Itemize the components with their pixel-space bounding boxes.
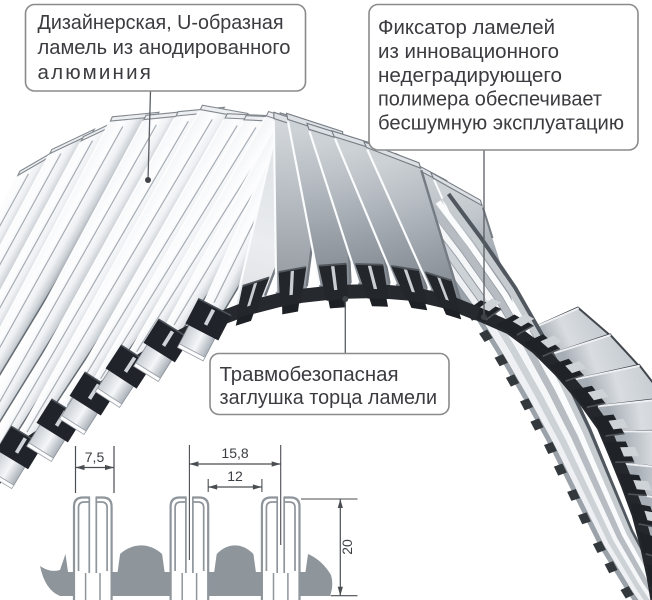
- svg-text:из инновационного: из инновационного: [378, 40, 559, 63]
- svg-text:7,5: 7,5: [85, 449, 105, 465]
- svg-text:алюминия: алюминия: [38, 61, 154, 84]
- svg-text:20: 20: [339, 539, 355, 555]
- svg-text:недеградирующего: недеградирующего: [378, 64, 562, 87]
- svg-text:12: 12: [227, 468, 243, 484]
- svg-text:Фиксатор ламелей: Фиксатор ламелей: [378, 16, 555, 39]
- svg-text:Дизайнерская, U-образная: Дизайнерская, U-образная: [38, 11, 284, 34]
- svg-text:заглушка торца ламели: заглушка торца ламели: [220, 386, 438, 409]
- svg-text:полимера обеспечивает: полимера обеспечивает: [378, 88, 603, 111]
- svg-text:15,8: 15,8: [221, 445, 248, 461]
- svg-text:бесшумную эксплуатацию: бесшумную эксплуатацию: [378, 112, 624, 135]
- svg-text:Травмобезопасная: Травмобезопасная: [220, 363, 399, 386]
- svg-text:ламель из анодированного: ламель из анодированного: [38, 36, 291, 59]
